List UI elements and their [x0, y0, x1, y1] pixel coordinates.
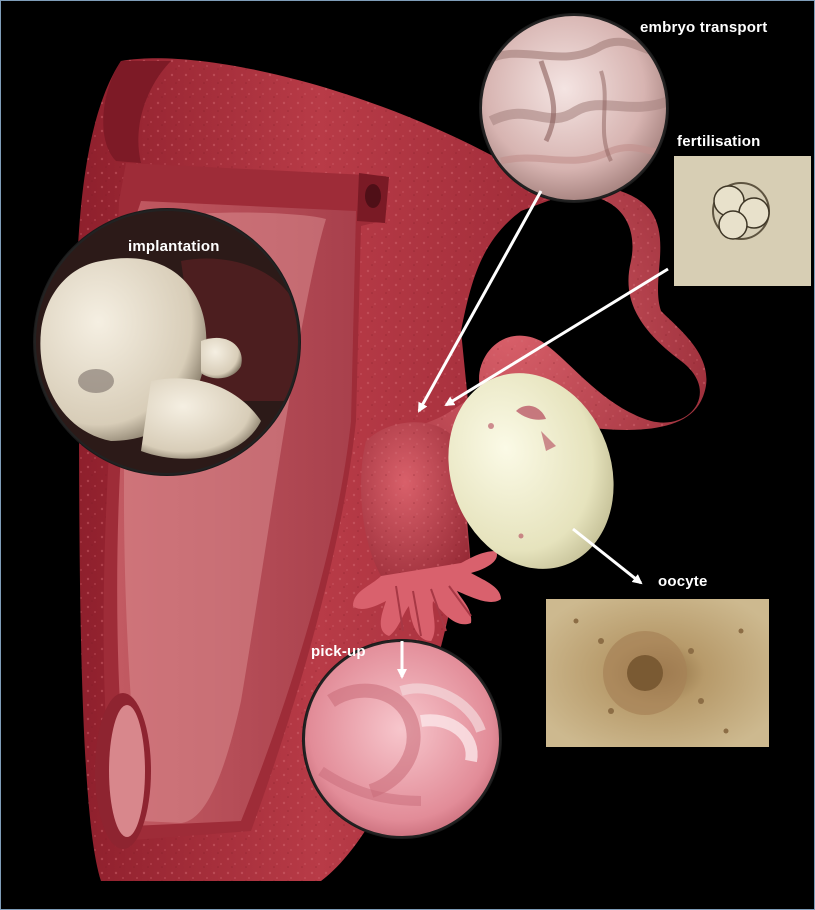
embryo-transport-inset [479, 13, 669, 203]
oocyte-inset [546, 599, 769, 747]
label-fertilisation: fertilisation [677, 133, 760, 150]
label-pick-up: pick-up [311, 643, 366, 660]
label-oocyte: oocyte [658, 573, 708, 590]
oocyte-arrow [573, 529, 641, 583]
fertilisation-inset [674, 156, 811, 286]
label-embryo-transport: embryo transport [640, 19, 767, 36]
label-implantation: implantation [128, 238, 220, 255]
